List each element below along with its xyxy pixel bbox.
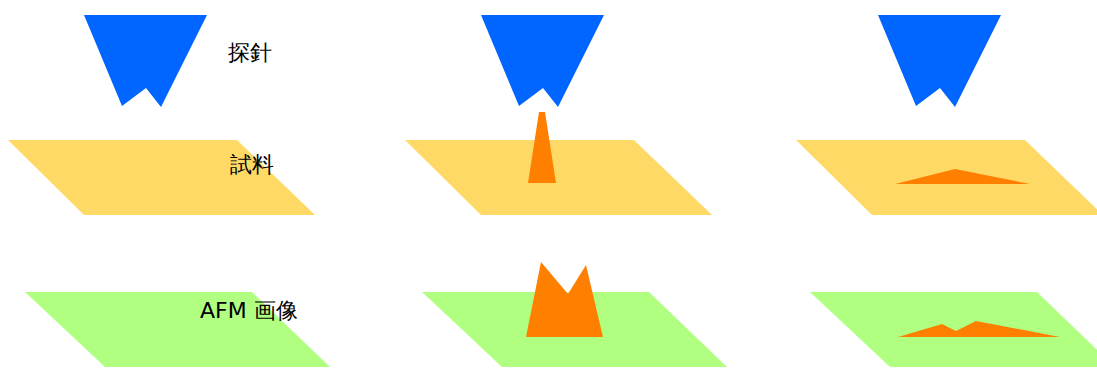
sample-label: 試料 bbox=[230, 152, 274, 178]
sample-feature bbox=[528, 112, 1030, 184]
image-feature bbox=[526, 262, 1060, 337]
afm-image-label: AFM 画像 bbox=[200, 298, 298, 324]
probe-label: 探針 bbox=[228, 40, 272, 66]
probe-tip bbox=[84, 15, 1001, 107]
